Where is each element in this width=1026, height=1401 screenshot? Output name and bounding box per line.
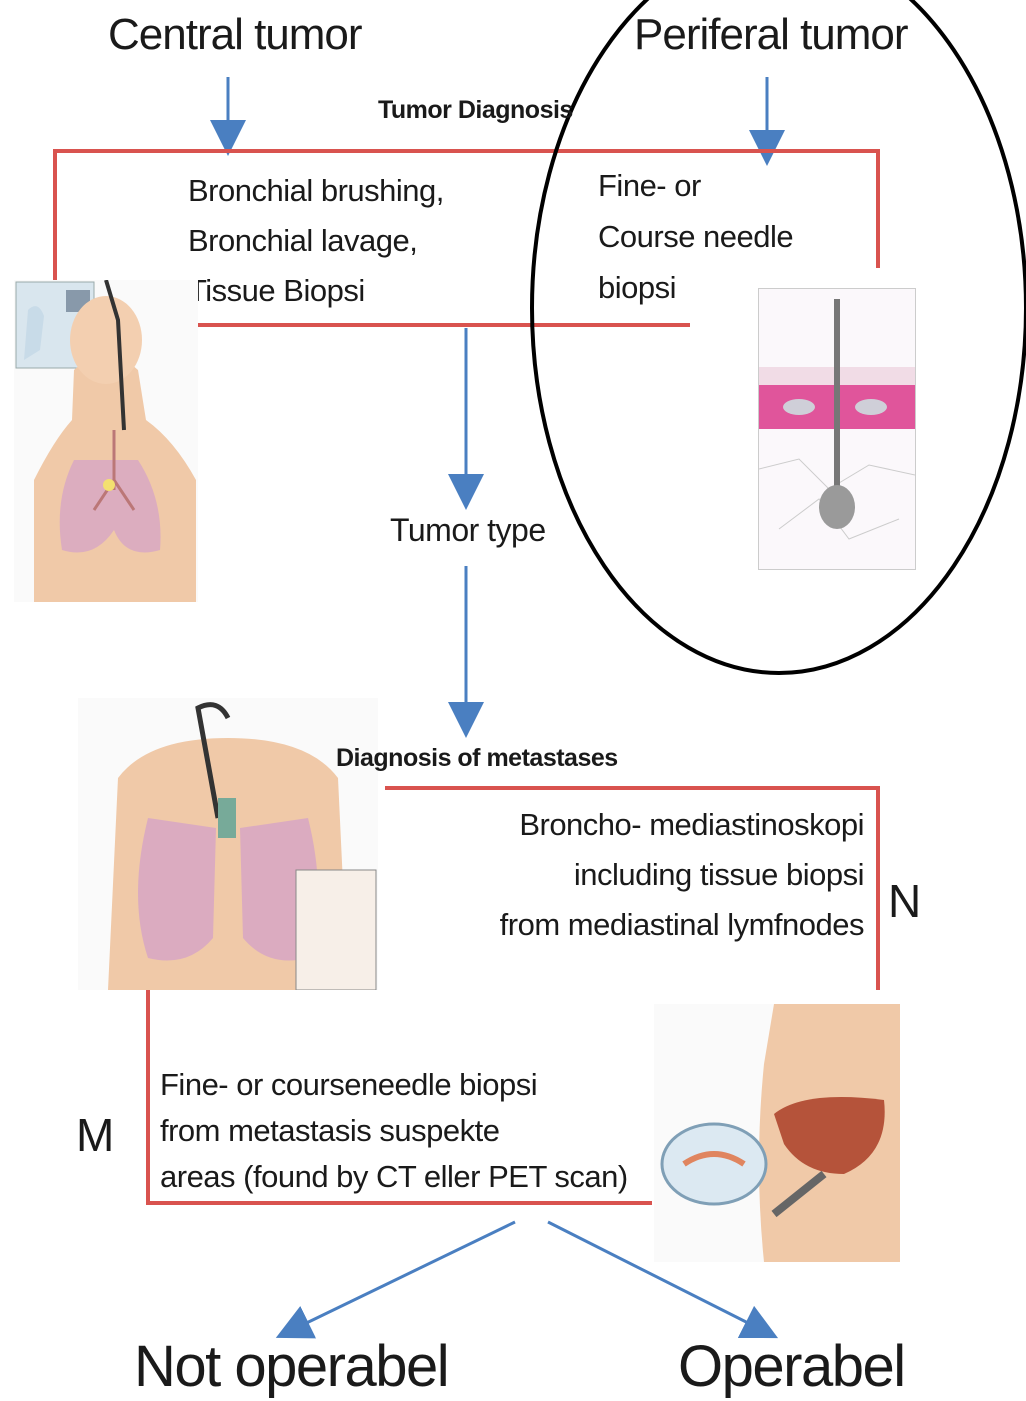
peripheral-method-2: Course needle bbox=[598, 211, 793, 262]
m-label: M bbox=[76, 1108, 114, 1162]
liver-biopsy-illustration bbox=[654, 1004, 900, 1262]
central-method-2: Bronchial lavage, bbox=[188, 216, 444, 266]
central-method-1: Bronchial brushing, bbox=[188, 166, 444, 216]
n-method-1: Broncho- mediastinoskopi bbox=[444, 800, 864, 850]
bronchoscopy-illustration bbox=[14, 280, 198, 602]
needle-biopsy-illustration bbox=[758, 288, 916, 570]
m-methods: Fine- or courseneedle biopsi from metast… bbox=[160, 1062, 628, 1200]
m-method-3: areas (found by CT eller PET scan) bbox=[160, 1154, 628, 1200]
not-operable-label: Not operabel bbox=[134, 1333, 448, 1400]
n-method-3: from mediastinal lymfnodes bbox=[444, 900, 864, 950]
n-method-2: including tissue biopsi bbox=[444, 850, 864, 900]
arrow-not-operable bbox=[292, 1222, 515, 1330]
n-label: N bbox=[888, 874, 921, 928]
central-methods: Bronchial brushing, Bronchial lavage, Ti… bbox=[188, 166, 444, 316]
m-method-1: Fine- or courseneedle biopsi bbox=[160, 1062, 628, 1108]
n-methods: Broncho- mediastinoskopi including tissu… bbox=[444, 800, 864, 950]
central-method-3: Tissue Biopsi bbox=[188, 266, 444, 316]
tumor-diagnosis-heading: Tumor Diagnosis bbox=[378, 96, 573, 125]
operable-label: Operabel bbox=[678, 1333, 905, 1400]
peripheral-method-1: Fine- or bbox=[598, 160, 793, 211]
m-method-2: from metastasis suspekte bbox=[160, 1108, 628, 1154]
central-tumor-label: Central tumor bbox=[108, 10, 362, 60]
metastases-heading: Diagnosis of metastases bbox=[336, 744, 618, 773]
periferal-tumor-label: Periferal tumor bbox=[634, 10, 908, 60]
tumor-type-label: Tumor type bbox=[390, 512, 546, 549]
mediastinoscopy-illustration bbox=[78, 698, 378, 990]
